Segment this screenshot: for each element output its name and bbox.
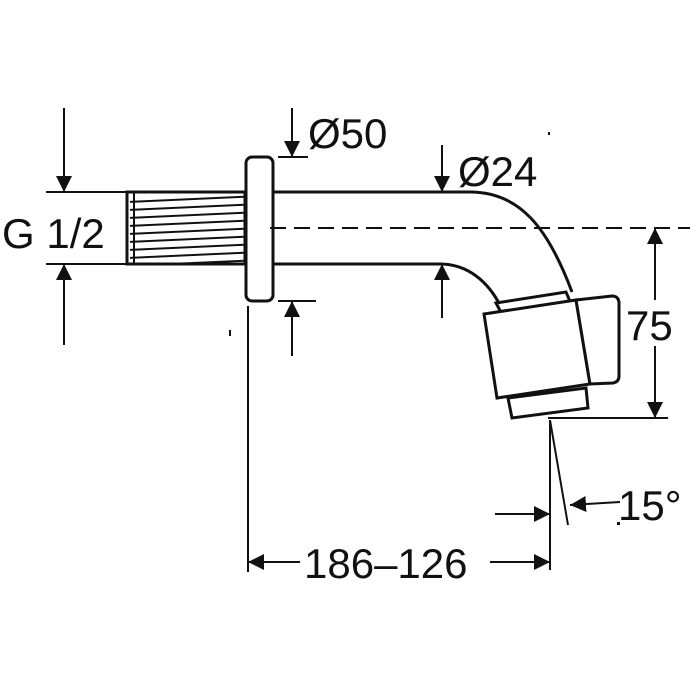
label-thread: G 1/2 (2, 210, 105, 257)
label-length: 186–126 (304, 540, 468, 587)
threaded-connector (125, 190, 247, 266)
scan-specks (229, 132, 620, 525)
label-pipe-diameter: Ø24 (458, 148, 537, 195)
label-angle: 15° (618, 482, 682, 529)
dimension-height (548, 228, 668, 419)
dimension-length (247, 306, 550, 572)
spout-pipe (273, 190, 574, 306)
aerator-head (482, 290, 621, 420)
label-flange-diameter: Ø50 (308, 110, 387, 157)
dimension-angle (495, 419, 621, 570)
dimension-thread (46, 108, 126, 345)
dimension-flange-diameter (278, 108, 316, 356)
label-height: 75 (626, 302, 673, 349)
flange (244, 155, 275, 303)
